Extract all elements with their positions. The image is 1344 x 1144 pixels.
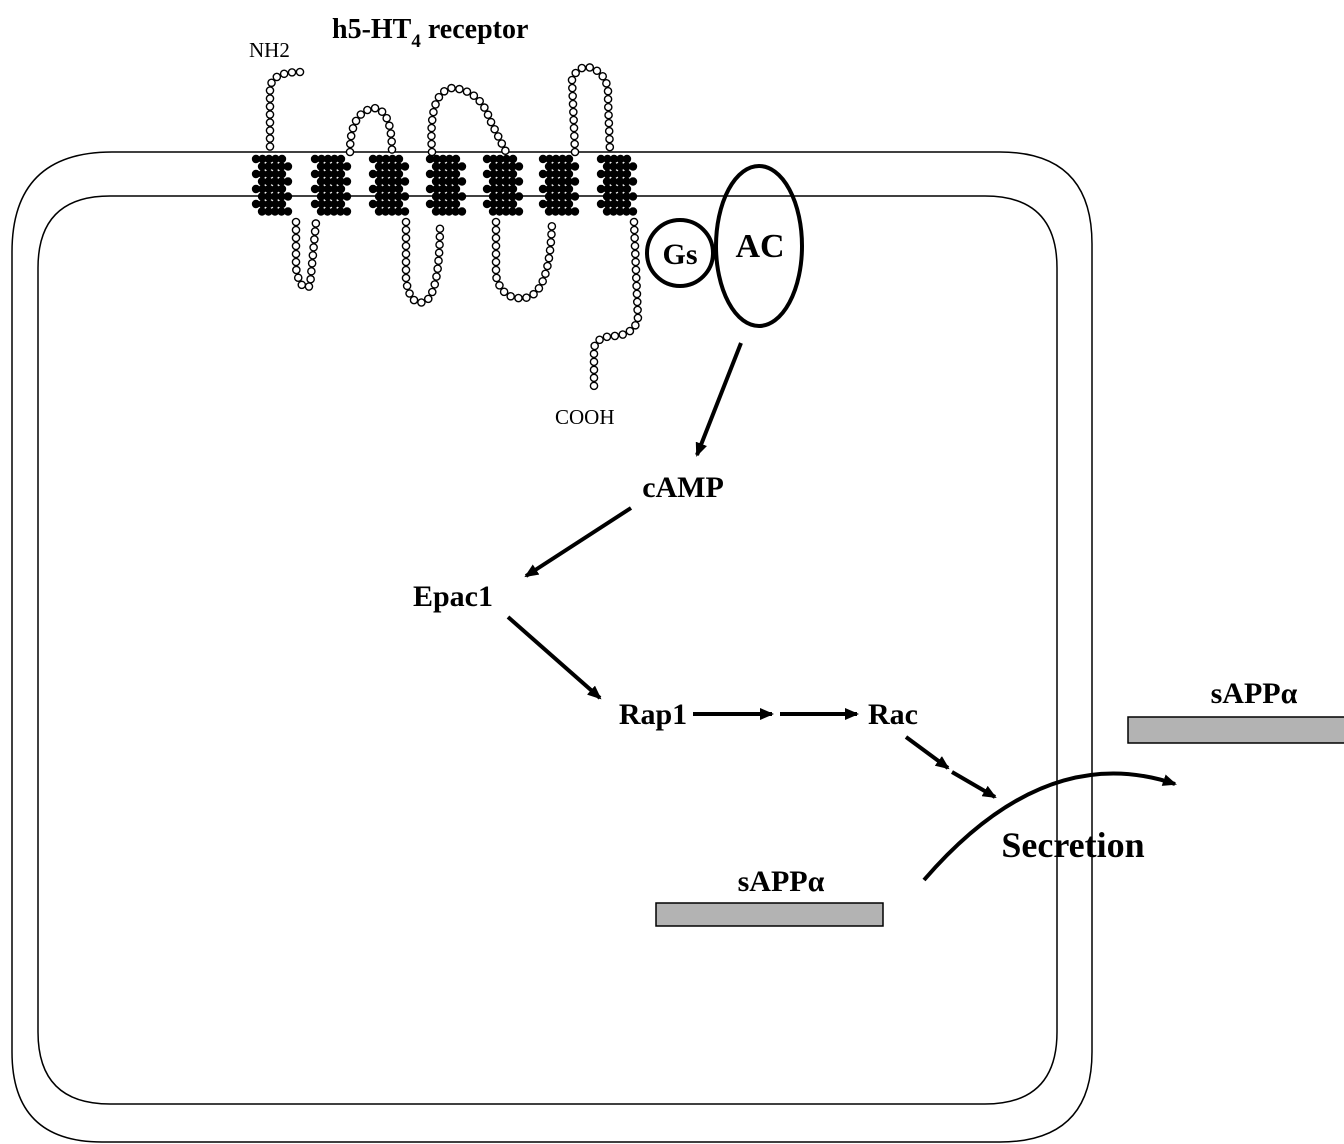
extracellular-loop-3 [567, 63, 615, 157]
helix-tm2 [310, 154, 352, 216]
sapp-outside-label: sAPPα [1211, 677, 1298, 710]
receptor-loops [265, 63, 643, 391]
arrow-intermediate-to-secretion [950, 770, 997, 799]
ac-label: AC [735, 228, 784, 265]
intracellular-loop-1 [291, 217, 321, 291]
helix-tm7 [596, 154, 638, 216]
arrow-epac1-to-rap1 [506, 615, 602, 700]
intracellular-loop-3 [491, 217, 557, 303]
gs-protein [645, 218, 715, 288]
rac-label: Rac [868, 698, 918, 731]
extracellular-loop-2 [427, 83, 510, 157]
helix-tm1 [251, 154, 293, 216]
secretion-label: Secretion [1001, 825, 1144, 865]
c-terminus-label: COOH [555, 405, 615, 429]
arrow-ac-to-camp [695, 342, 743, 457]
rap1-label: Rap1 [619, 698, 687, 731]
adenylyl-cyclase [714, 164, 804, 328]
helix-tm5 [482, 154, 524, 216]
secretion-arc-arrow [922, 771, 1177, 882]
n-terminus-chain [265, 67, 305, 151]
camp-label: cAMP [642, 471, 724, 504]
helix-tm4 [425, 154, 467, 216]
helix-tm6 [538, 154, 580, 216]
intracellular-loop-2 [401, 217, 445, 307]
extracellular-loop-1 [345, 103, 397, 157]
cell-membrane-outer [11, 151, 1093, 1143]
sapp-outside-bar [1127, 716, 1344, 744]
c-terminus-chain [589, 217, 643, 391]
arrow-rac-to-intermediate [904, 735, 950, 770]
cell-membrane-inner [37, 195, 1058, 1105]
epac1-label: Epac1 [413, 580, 493, 613]
transmembrane-helices [251, 154, 638, 216]
helix-tm3 [368, 154, 410, 216]
receptor-title: h5-HT4 receptor [332, 14, 528, 52]
sapp-inside-bar [655, 902, 884, 927]
arrow-camp-to-epac1 [524, 506, 633, 578]
sapp-inside-label: sAPPα [738, 865, 825, 898]
gs-label: Gs [662, 238, 697, 271]
n-terminus-label: NH2 [249, 38, 290, 62]
